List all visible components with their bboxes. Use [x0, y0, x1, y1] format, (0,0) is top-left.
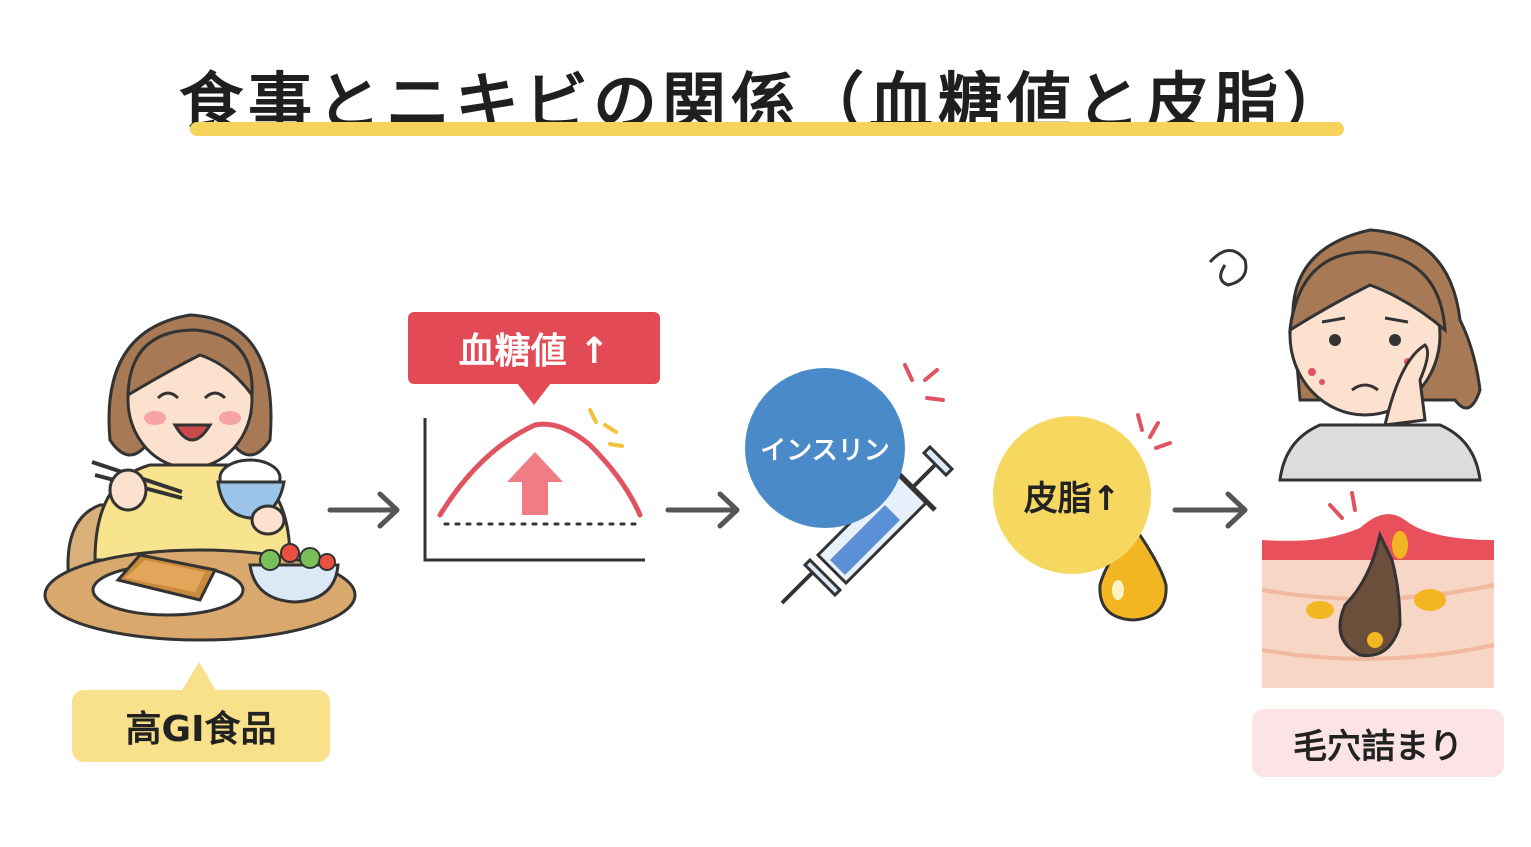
sebum-circle: 皮脂↑: [993, 416, 1151, 574]
insulin-label: インスリン: [760, 435, 890, 466]
blood-sugar-label: 血糖値 ↑: [408, 312, 660, 384]
woman-eating-icon: [43, 313, 357, 642]
insulin-circle: インスリン: [745, 368, 905, 528]
worried-woman-icon: [1208, 228, 1482, 482]
clogged-pore-icon: [1261, 491, 1495, 688]
food-label-pointer: [181, 662, 217, 692]
sebum-label: 皮脂↑: [1023, 478, 1121, 519]
flow-arrow-icon: [327, 491, 1248, 529]
blood-sugar-label-pointer: [517, 383, 551, 405]
title-underline: [190, 122, 1344, 136]
pore-label: 毛穴詰まり: [1252, 709, 1504, 777]
oil-drop-icon: [1098, 413, 1172, 622]
syringe-icon: [780, 363, 955, 605]
blood-sugar-curve-icon: [423, 408, 645, 562]
food-label: 高GI食品: [72, 690, 330, 762]
